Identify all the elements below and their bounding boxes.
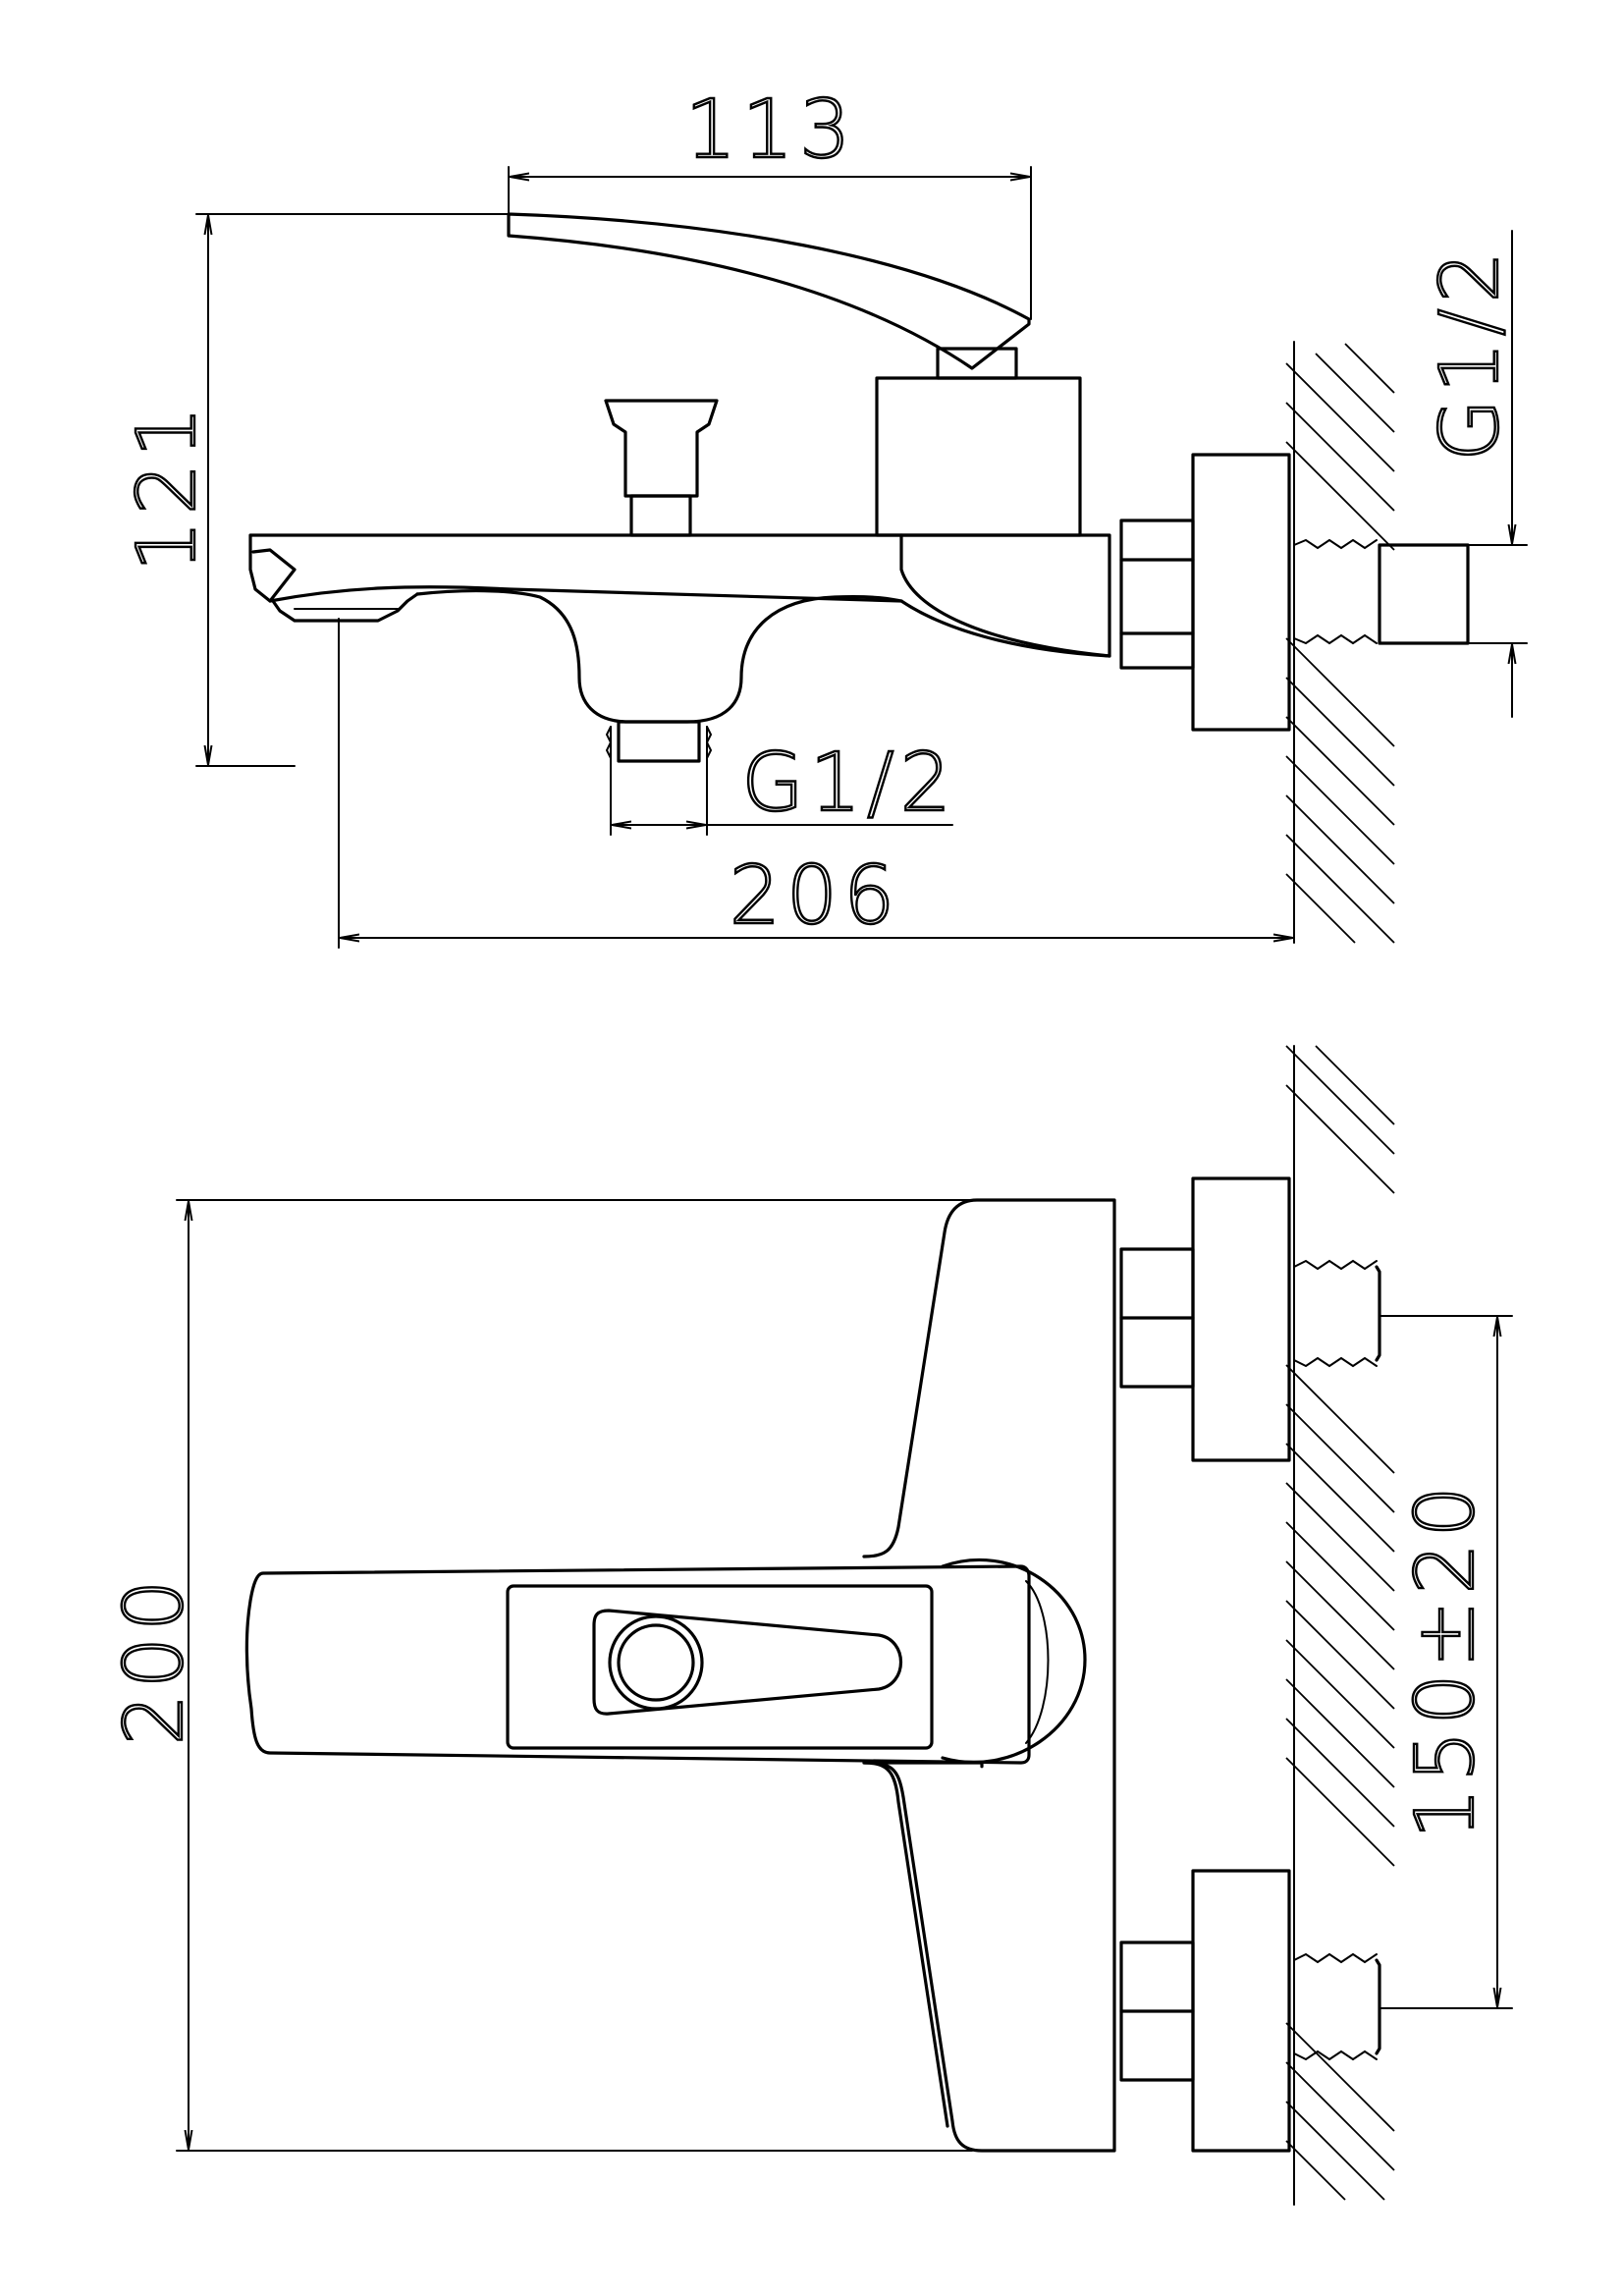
lever-slot <box>592 1609 902 1716</box>
side-view <box>248 212 1470 944</box>
front-body <box>862 1198 1116 2153</box>
inlet-upper <box>1119 1176 1381 1462</box>
hex-nut <box>1119 519 1195 670</box>
diverter-knob <box>604 399 719 537</box>
dim-shower-outlet-thread: G1/2 <box>741 737 957 830</box>
dim-inlet-thread: G1/2 <box>1424 246 1517 462</box>
dim-total-depth: 206 <box>730 849 901 943</box>
body-crescent <box>899 533 1111 658</box>
cartridge-stem <box>936 347 1018 380</box>
wall-hatch-bottom <box>1285 1045 1395 2206</box>
front-lever <box>244 1564 1031 1765</box>
inlet-lower <box>1119 1869 1381 2153</box>
dim-total-width: 200 <box>108 1574 201 1746</box>
spout-body <box>248 533 1111 658</box>
dim-total-height: 121 <box>121 401 214 573</box>
cartridge-dome <box>941 1558 1087 1764</box>
dim-lever-reach: 113 <box>685 83 857 177</box>
threaded-inlet <box>1293 538 1470 645</box>
lever-handle <box>507 212 1031 370</box>
dim-inlet-centres: 150±20 <box>1399 1480 1492 1839</box>
cartridge-body <box>875 376 1082 537</box>
spout-aerator <box>271 592 419 623</box>
lever-knob-inner <box>617 1623 695 1702</box>
lever-knob-outer <box>608 1614 704 1711</box>
front-view <box>244 1045 1395 2206</box>
wall-hatch-top <box>1285 341 1395 944</box>
wall-flange <box>1191 453 1291 732</box>
spout-lip <box>251 548 297 603</box>
dimension-lines <box>176 166 1528 2152</box>
body-underside <box>415 588 903 724</box>
lever-inset <box>506 1584 934 1750</box>
front-body-tail <box>862 1761 949 2128</box>
shower-outlet-thread <box>605 720 713 763</box>
